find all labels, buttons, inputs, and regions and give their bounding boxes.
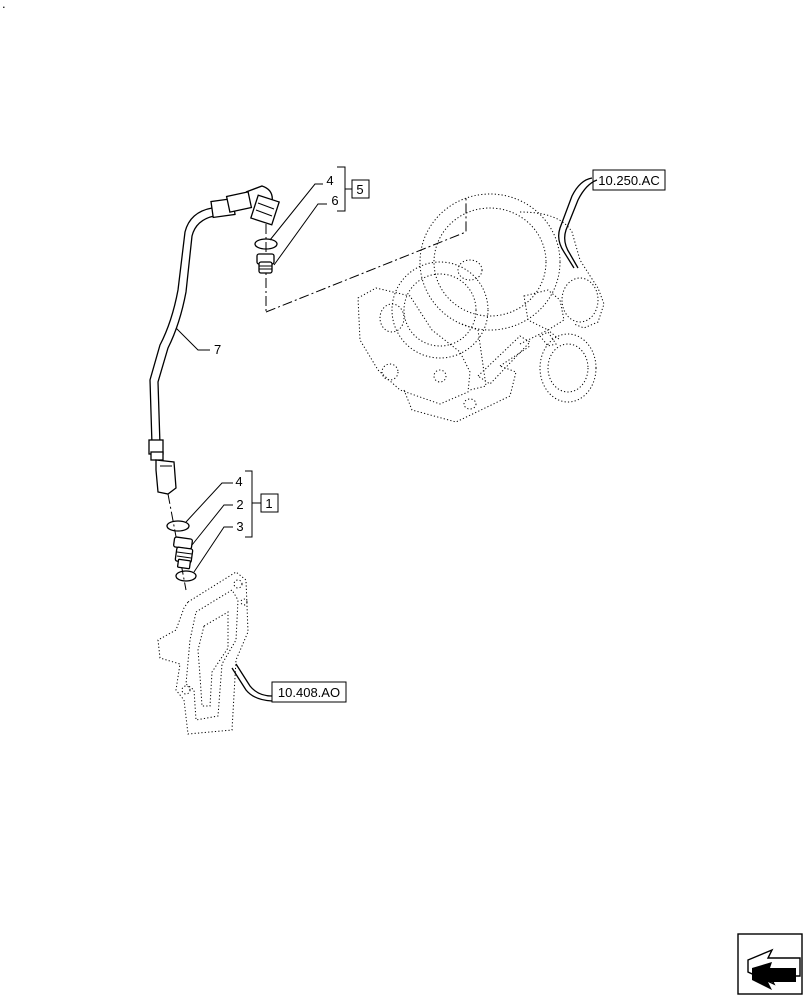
ref-callout-turbo: 10.250.AC [558, 169, 666, 269]
o-ring-upper [254, 238, 278, 250]
callout-group-lower: 4 2 3 1 [185, 470, 279, 573]
centerline-lower [167, 493, 187, 591]
item-2: 2 [236, 497, 243, 512]
item-5: 5 [356, 182, 363, 197]
corner-mark: . [2, 0, 6, 11]
item-4-upper: 4 [326, 173, 333, 188]
callout-item-7: 7 [175, 327, 221, 357]
item-7: 7 [214, 342, 221, 357]
o-ring-lower-bottom [175, 570, 197, 582]
centerline-to-turbo [265, 196, 467, 313]
item-3: 3 [236, 519, 243, 534]
turbocharger-reference [357, 193, 605, 423]
ref-box-turbo [592, 169, 666, 191]
ref-label-turbo[interactable]: 10.250.AC [598, 173, 659, 188]
o-ring-lower-top [166, 520, 190, 532]
item-4-lower: 4 [235, 474, 242, 489]
oil-tube [148, 185, 280, 495]
ref-callout-plate: 10.408.AO [231, 663, 347, 703]
adapter-upper [256, 253, 275, 274]
callout-group-upper: 4 6 5 [269, 166, 370, 266]
adapter-lower [173, 536, 194, 570]
navigation-arrow-icon[interactable] [737, 933, 803, 995]
ref-label-plate[interactable]: 10.408.AO [278, 685, 340, 700]
plate-reference [157, 571, 249, 735]
item-1: 1 [265, 496, 272, 511]
ref-box-plate [271, 681, 347, 703]
item-6: 6 [331, 193, 338, 208]
